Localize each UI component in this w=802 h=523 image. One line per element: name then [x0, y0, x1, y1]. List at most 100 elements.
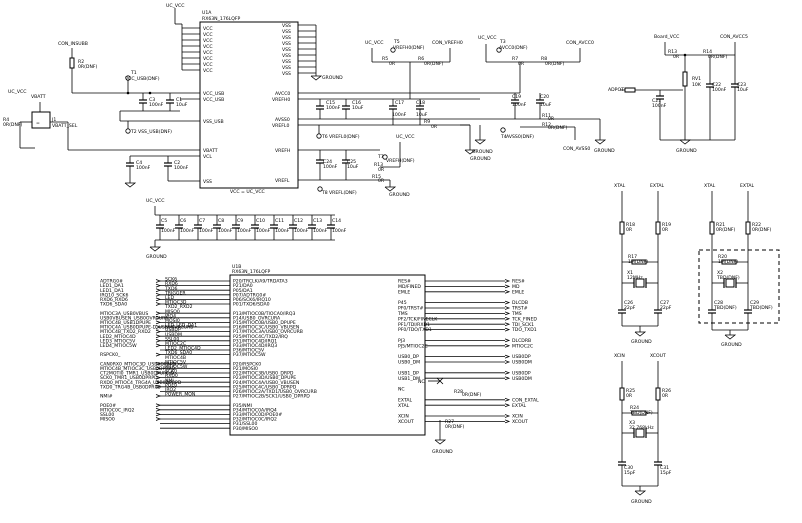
svg-text:C22: C22	[712, 82, 721, 88]
svg-text:R26: R26	[662, 388, 671, 394]
u1b-left-pin: P01/TXD6/SDA0 TXD6_SDA0	[99, 302, 270, 308]
svg-text:GROUND: GROUND	[432, 449, 453, 455]
extal-resistors: R28 0R(DNF) R27 0R(DNF) GROUND	[432, 389, 482, 455]
svg-text:VCC_USB(DNF): VCC_USB(DNF)	[125, 76, 160, 82]
con-insubb-net: CON_INSUBB R2 0R(DNF)	[58, 41, 180, 95]
svg-text:0R(DNF): 0R(DNF)	[548, 125, 568, 131]
svg-text:1M(DNF): 1M(DNF)	[718, 259, 738, 265]
pin-label: P06/SCK6/IRQ10	[233, 297, 271, 303]
cap-value: 100nF	[180, 228, 195, 234]
svg-text:C26: C26	[624, 300, 633, 306]
svg-text:T4: T4	[500, 134, 507, 140]
u1b-left-pin: P26/MTIOC2A/TXD1/USB0_OVRCURB	[160, 389, 317, 395]
svg-text:R25: R25	[626, 388, 635, 394]
svg-text:100nF: 100nF	[652, 103, 667, 109]
net-label: XCOUT	[512, 419, 528, 425]
svg-text:GROUND: GROUND	[472, 149, 493, 155]
u1a-chip: U1A RX63N_176LQFP VCC = UC_VCC VCC VCC V…	[166, 3, 520, 195]
net-label: MTIOC2C	[512, 343, 533, 349]
bus-label: RXD0	[165, 373, 178, 379]
pin-label: P34/MTIOC0A/IRQ4	[233, 407, 277, 413]
pin-label: EMLE	[398, 289, 410, 295]
nc-marker: NC	[418, 377, 444, 385]
pin-label: P30/MISO0	[233, 426, 258, 432]
cap-value: 100nF	[161, 228, 176, 234]
net-label: TXD6_SDA0	[99, 302, 127, 308]
svg-text:VREFL(DNF): VREFL(DNF)	[329, 190, 357, 196]
u1a-left-vcc-pins: VCC VCC VCC VCC VCC VCC VCC VCC	[174, 8, 213, 74]
svg-text:VCL: VCL	[203, 154, 212, 160]
svg-text:VSS: VSS	[282, 59, 291, 65]
bus-label: SCK6	[165, 277, 177, 283]
svg-text:VREFH0: VREFH0	[272, 97, 290, 103]
pin-label: USB0_DM	[398, 360, 420, 366]
svg-text:10uF: 10uF	[737, 87, 749, 93]
svg-text:VSS: VSS	[203, 179, 212, 185]
svg-text:C31: C31	[660, 465, 669, 471]
svg-text:T8: T8	[321, 190, 328, 196]
svg-text:VREFL: VREFL	[275, 178, 290, 184]
svg-text:GROUND: GROUND	[721, 342, 742, 348]
u1b-left-pin: P07/ADTRG0#IRQ10_SCK6	[100, 292, 266, 298]
svg-text:VBATT: VBATT	[31, 94, 46, 100]
svg-text:0R(DNF): 0R(DNF)	[716, 227, 736, 233]
pin-label: P20/RSPCK0	[233, 361, 261, 367]
net-label: LED1_DA1	[100, 283, 124, 289]
net-label: DLCDB	[512, 300, 528, 306]
pin-label: P23/MTIOC3D/USB0_DPUPE	[233, 375, 296, 381]
pin-label: P01/TXD6/SDA0	[233, 302, 270, 308]
svg-text:CON_AVSS0: CON_AVSS0	[563, 146, 590, 152]
svg-text:Board_VCC: Board_VCC	[654, 34, 679, 40]
svg-text:UC_VCC: UC_VCC	[365, 40, 383, 46]
x1-crystal-section: XTAL EXTAL R18 0R R19 0R R17 1M(DNF) X1 …	[614, 183, 672, 345]
svg-text:VSS: VSS	[282, 29, 291, 35]
net-label: MTIOC3A_USB0VBUS	[100, 311, 148, 317]
svg-text:100nF: 100nF	[149, 102, 164, 108]
svg-text:T7: T7	[377, 154, 384, 160]
pin-label: P24/MTIOC4A/USB0_VBUSEN	[233, 380, 299, 386]
bus-label: MISO0	[165, 309, 180, 315]
net-label: SCK0_TMR1_USB0DPRPD	[100, 375, 158, 381]
svg-text:VCC: VCC	[203, 38, 213, 44]
net-label: LED1_DA1	[100, 288, 124, 294]
svg-text:GROUND: GROUND	[146, 254, 167, 260]
svg-text:10uF: 10uF	[347, 164, 359, 170]
svg-text:VCC: VCC	[203, 68, 213, 74]
svg-text:C25: C25	[347, 159, 356, 165]
svg-text:R8: R8	[541, 56, 547, 62]
bus-label: TXD6_SDA0	[164, 350, 192, 356]
svg-text:VSS: VSS	[282, 65, 291, 71]
svg-text:CON_AVCC5: CON_AVCC5	[720, 34, 748, 40]
x3-crystal-section: XCIN XCOUT R25 0R R26 0R R24 TBD(DNF) X3…	[614, 353, 672, 505]
pin-label: P17/MTIOC3A/USB0_OVRCURB	[233, 329, 303, 335]
svg-text:TBD(DNF): TBD(DNF)	[629, 410, 653, 416]
pin-label: P05/DA1	[233, 288, 253, 294]
cap-ref: C14	[332, 218, 341, 224]
cap-row: UC_VCC GROUND	[146, 198, 335, 260]
svg-text:GROUND: GROUND	[631, 339, 652, 345]
bus-label: MTIOC5V	[165, 359, 187, 365]
svg-text:CON_INSUBB: CON_INSUBB	[58, 41, 88, 47]
pin-label: P33/MTIOC0D/POE0#	[233, 412, 282, 418]
ground-u1a: GROUND	[322, 75, 343, 81]
svg-text:C3: C3	[149, 97, 155, 103]
u1b-left-pin: P24/MTIOC4A/USB0_VBUSENRXD0_MTIOC4_TRG4A…	[100, 380, 299, 386]
